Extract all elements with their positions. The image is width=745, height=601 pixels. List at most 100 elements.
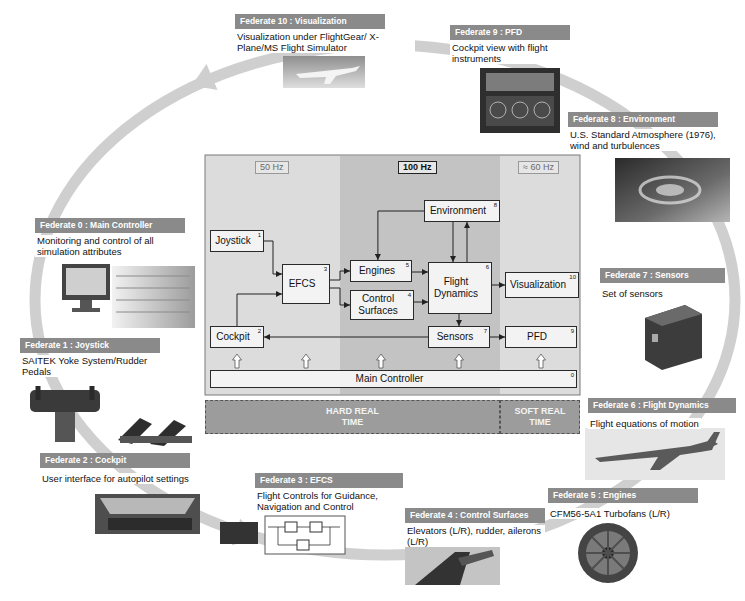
connector bbox=[237, 294, 282, 326]
federate-number: 8 bbox=[494, 202, 497, 208]
federate-number: 1 bbox=[258, 232, 261, 238]
control-surface-image-part bbox=[415, 552, 470, 585]
federate-description: Flight equations of motion bbox=[588, 418, 701, 429]
component-box: PFD9 bbox=[505, 326, 577, 348]
federate-header: Federate 5 : Engines bbox=[548, 488, 698, 503]
cycle-ring bbox=[35, 45, 735, 555]
connector bbox=[264, 241, 282, 274]
pfd-image-part bbox=[480, 68, 560, 133]
connector bbox=[453, 222, 454, 262]
component-name: Control Surfaces bbox=[354, 293, 402, 317]
component-box: EFCS3 bbox=[282, 264, 330, 304]
federate-number: 7 bbox=[484, 328, 487, 334]
frequency-label: 50 Hz bbox=[255, 161, 289, 174]
cycle-ring-part bbox=[35, 45, 735, 555]
joystick-image-part bbox=[120, 436, 192, 443]
connector bbox=[412, 272, 428, 273]
federate-number: 6 bbox=[486, 264, 489, 270]
connector bbox=[414, 302, 428, 303]
connector bbox=[459, 314, 460, 326]
federate-header: Federate 0 : Main Controller bbox=[35, 218, 185, 233]
architecture-panel-part bbox=[340, 156, 500, 394]
visualization-image bbox=[283, 56, 365, 88]
federate-number: 0 bbox=[571, 372, 574, 378]
connector bbox=[264, 337, 428, 338]
federate-description: User interface for autopilot settings bbox=[40, 473, 191, 484]
federate-panel: Federate 5 : EnginesCFM56-5A1 Turbofans … bbox=[548, 484, 698, 521]
realtime-band: HARD REAL TIME bbox=[205, 400, 500, 434]
federate-header: Federate 2 : Cockpit bbox=[40, 453, 190, 468]
controller-image bbox=[62, 264, 195, 328]
efcs-image-part bbox=[220, 522, 258, 544]
efcs-image bbox=[220, 516, 345, 554]
control-surface-image-part bbox=[405, 545, 500, 585]
component-box: Flight Dynamics6 bbox=[428, 262, 492, 314]
sensor-image-part bbox=[645, 305, 702, 370]
component-name: Main Controller bbox=[356, 373, 424, 385]
visualization-image-part bbox=[283, 56, 365, 88]
controller-image-part bbox=[72, 308, 100, 312]
component-name: Environment bbox=[430, 205, 486, 217]
federate-description: Set of sensors bbox=[600, 288, 665, 299]
component-box: Cockpit2 bbox=[210, 326, 264, 348]
pfd-image-part bbox=[486, 96, 554, 126]
pfd-image-part bbox=[512, 102, 528, 118]
federate-number: 9 bbox=[571, 328, 574, 334]
federate-panel: Federate 3 : EFCS Flight Controls for Gui… bbox=[255, 469, 403, 514]
pfd-image-part bbox=[486, 73, 554, 91]
efcs-image-part bbox=[297, 540, 309, 550]
controller-image-part bbox=[112, 266, 195, 328]
efcs-image-part bbox=[285, 522, 297, 532]
federate-header: Federate 3 : EFCS bbox=[255, 473, 403, 488]
federate-header: Federate 10 : Visualization bbox=[235, 14, 385, 29]
federate-panel: Federate 4 : Control SurfacesElevators (… bbox=[405, 504, 545, 549]
federate-description: Monitoring and control of all simulation… bbox=[35, 235, 195, 257]
connector bbox=[492, 285, 505, 286]
connector bbox=[490, 337, 505, 338]
federate-panel: Federate 0 : Main ControllerMonitoring a… bbox=[35, 214, 195, 259]
federate-description: Elevators (L/R), rudder, ailerons (L/R) bbox=[405, 525, 545, 547]
efcs-image-part bbox=[265, 516, 345, 554]
component-name: Cockpit bbox=[216, 331, 249, 343]
pfd-image-part bbox=[534, 102, 550, 118]
component-name: Sensors bbox=[437, 331, 474, 343]
sensor-image-part bbox=[652, 334, 658, 342]
federate-description: Flight Controls for Guidance, Navigation… bbox=[255, 490, 403, 512]
component-name: Joystick bbox=[215, 235, 251, 247]
component-box: Environment 8 bbox=[424, 200, 500, 222]
federate-header: Federate 1 : Joystick bbox=[20, 338, 160, 353]
component-box: Sensors 7 bbox=[428, 326, 490, 348]
federate-header: Federate 8 : Environment bbox=[568, 112, 718, 127]
connector bbox=[330, 288, 350, 305]
component-box: Visualization10 bbox=[505, 272, 579, 298]
aircraft-image-part bbox=[585, 428, 725, 480]
aircraft-image-part bbox=[700, 432, 720, 452]
controller-arrows-part bbox=[302, 354, 311, 368]
joystick-image-part bbox=[38, 386, 92, 400]
connector bbox=[378, 211, 424, 260]
turbofan-image bbox=[578, 523, 638, 583]
controller-arrows-part bbox=[537, 354, 546, 368]
federate-number: 5 bbox=[406, 262, 409, 268]
sensor-image-part bbox=[645, 305, 702, 326]
aircraft-image bbox=[585, 428, 725, 480]
pfd-image-part bbox=[490, 102, 506, 118]
federate-number: 3 bbox=[324, 266, 327, 272]
controller-image-part bbox=[80, 300, 92, 308]
efcs-image-part bbox=[310, 522, 322, 532]
federate-description: CFM56-5A1 Turbofans (L/R) bbox=[548, 508, 672, 519]
federate-description: Cockpit view with flight instruments bbox=[450, 42, 570, 64]
cockpit-image-part bbox=[100, 498, 195, 514]
federate-description: Visualization under FlightGear/ X-Plane/… bbox=[235, 31, 415, 53]
component-box: Engines5 bbox=[350, 260, 412, 282]
sensor-image bbox=[645, 305, 702, 370]
controller-arrows-part bbox=[455, 354, 464, 368]
federate-header: Federate 9 : PFD bbox=[450, 25, 570, 40]
environment-image-part bbox=[640, 177, 700, 203]
architecture-panel bbox=[205, 155, 580, 395]
environment-image bbox=[615, 158, 730, 222]
realtime-label: SOFT REAL TIME bbox=[513, 406, 567, 428]
joystick-image-part bbox=[55, 412, 75, 442]
